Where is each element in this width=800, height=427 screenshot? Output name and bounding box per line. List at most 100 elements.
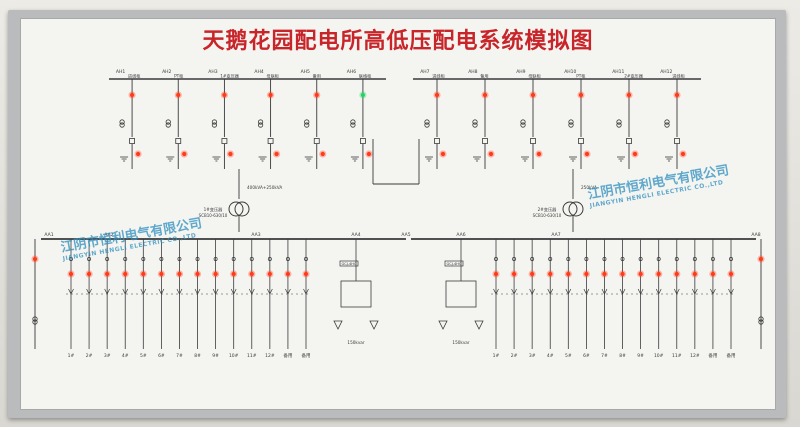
hv-breaker-2 bbox=[175, 138, 182, 144]
lv-feeder-label-left-11: 11# bbox=[247, 353, 257, 359]
hv-breaker-10 bbox=[578, 138, 584, 144]
lv-ct-right-1 bbox=[494, 257, 498, 261]
hv-lamp-4 bbox=[268, 92, 273, 98]
hv-status-lamp-12 bbox=[680, 151, 686, 157]
cap-element-a-1 bbox=[333, 320, 343, 330]
lv-lamp-left-13 bbox=[285, 271, 291, 277]
hv-status-lamp-5 bbox=[320, 151, 325, 157]
lv-incomer-lamp-right bbox=[758, 256, 764, 262]
lv-lamp-right-1 bbox=[493, 271, 499, 277]
hv-breaker-11 bbox=[626, 138, 632, 144]
lv-bus-code-2: AA2 bbox=[104, 232, 113, 238]
lv-feeder-label-left-10: 10# bbox=[229, 353, 239, 359]
lv-lamp-right-13 bbox=[710, 271, 716, 277]
lv-ct-right-4 bbox=[548, 257, 553, 261]
lv-switch-left-2 bbox=[86, 288, 92, 295]
lv-ct-left-3 bbox=[105, 257, 110, 261]
lv-feeder-label-right-8: 8# bbox=[619, 353, 626, 359]
hv-breaker-7 bbox=[434, 138, 440, 144]
hv-ct-6-b bbox=[350, 122, 356, 128]
lv-ct-right-9 bbox=[638, 257, 643, 261]
lv-ct-right-6 bbox=[584, 257, 589, 261]
lv-switch-right-5 bbox=[565, 288, 572, 295]
hv-panel-label-12: 进线柜 bbox=[672, 73, 685, 80]
hv-status-lamp-9 bbox=[536, 151, 542, 157]
hv-status-lamp-6 bbox=[366, 151, 372, 157]
hv-ct-8-b bbox=[472, 122, 478, 128]
hv-breaker-8 bbox=[482, 138, 488, 144]
lv-lamp-right-8 bbox=[620, 271, 625, 277]
lv-ct-left-11 bbox=[249, 257, 254, 261]
lv-ct-right-7 bbox=[602, 257, 607, 261]
hv-ct-11 bbox=[616, 119, 622, 125]
cap-cabinet-2 bbox=[445, 280, 477, 308]
lv-ct-left-13 bbox=[285, 257, 290, 261]
hv-breaker-9 bbox=[530, 138, 536, 144]
hv-ct-7-b bbox=[424, 122, 430, 128]
lv-lamp-left-3 bbox=[105, 271, 110, 277]
lv-lamp-right-10 bbox=[656, 271, 661, 277]
lv-feeder-label-right-6: 6# bbox=[583, 353, 590, 359]
cap-label-1: GCJ-4HC bbox=[341, 262, 357, 266]
lv-ct-right-5 bbox=[566, 257, 571, 261]
lv-lamp-right-11 bbox=[674, 271, 679, 277]
lv-feeder-label-right-7: 7# bbox=[601, 353, 608, 359]
lv-lamp-left-8 bbox=[195, 271, 200, 277]
lv-lamp-right-9 bbox=[638, 271, 643, 277]
hv-lamp-7 bbox=[434, 92, 440, 98]
hv-panel-code-9: AH9 bbox=[516, 69, 525, 75]
hv-ct-1 bbox=[119, 119, 125, 125]
hv-breaker-5 bbox=[313, 138, 320, 144]
hv-status-lamp-4 bbox=[274, 151, 279, 157]
hv-status-lamp-10 bbox=[584, 151, 590, 157]
hv-status-lamp-7 bbox=[440, 151, 446, 157]
lv-switch-left-12 bbox=[267, 288, 273, 295]
lv-feeder-label-left-8: 8# bbox=[194, 353, 201, 359]
hv-lamp-3 bbox=[222, 92, 227, 98]
hv-breaker-1 bbox=[129, 138, 135, 144]
transformer-model-2: SCB10-630/10 bbox=[533, 213, 562, 218]
hv-lamp-9 bbox=[530, 92, 536, 98]
lv-ct-right-13 bbox=[710, 257, 715, 261]
lv-bus-code-3: AA3 bbox=[251, 232, 260, 238]
hv-status-lamp-8 bbox=[488, 151, 494, 157]
hv-panel-label-3: 1#变压器 bbox=[220, 73, 240, 80]
lv-ct-left-12 bbox=[267, 257, 272, 261]
lv-feeder-label-left-3: 3# bbox=[104, 353, 111, 359]
lv-feeder-label-right-2: 2# bbox=[511, 353, 518, 359]
lv-switch-right-10 bbox=[655, 288, 662, 295]
single-line-diagram: AH1进线柜AH2PT柜AH31#变压器AH4母联柜AH5备用AH6联络柜AH7… bbox=[31, 69, 765, 359]
lv-ct-left-6 bbox=[159, 257, 164, 261]
lv-feeder-label-right-12: 12# bbox=[690, 353, 700, 359]
hv-ct-7 bbox=[424, 119, 430, 125]
lv-feeder-label-left-12: 12# bbox=[265, 353, 275, 359]
lv-ct-left-4 bbox=[123, 257, 128, 261]
lv-switch-right-12 bbox=[692, 288, 698, 295]
lv-switch-right-9 bbox=[637, 288, 644, 295]
hv-panel-label-11: 2#变压器 bbox=[624, 73, 644, 80]
lv-lamp-left-14 bbox=[303, 271, 309, 277]
lv-lamp-right-14 bbox=[728, 271, 734, 277]
lv-lamp-left-11 bbox=[249, 271, 254, 277]
lv-bus-code-6: AA6 bbox=[456, 232, 465, 238]
lv-feeder-label-right-13: 备用 bbox=[708, 352, 717, 359]
lv-lamp-left-1 bbox=[68, 271, 74, 277]
hv-panel-label-9: 母联柜 bbox=[528, 73, 541, 80]
hv-panel-code-8: AH8 bbox=[468, 69, 477, 75]
lv-lamp-left-12 bbox=[267, 271, 272, 277]
lv-feeder-label-left-7: 7# bbox=[176, 353, 183, 359]
transformer-rating-1: 400kVA+250kVA bbox=[247, 185, 282, 190]
hv-ct-11-b bbox=[616, 122, 622, 128]
hv-breaker-4 bbox=[267, 138, 274, 144]
lv-incomer-ct-left bbox=[32, 316, 38, 322]
cap-element-b-1 bbox=[369, 320, 379, 330]
lv-feeder-label-right-9: 9# bbox=[637, 353, 644, 359]
lv-ct-left-14 bbox=[304, 257, 308, 261]
cap-label-box-1 bbox=[339, 260, 359, 267]
lv-lamp-left-10 bbox=[231, 271, 236, 277]
hv-ct-6 bbox=[350, 119, 356, 125]
lv-feeder-label-left-14: 备用 bbox=[302, 352, 311, 359]
lv-feeder-label-right-5: 5# bbox=[565, 353, 572, 359]
transformer-coil-a-1 bbox=[228, 201, 244, 217]
